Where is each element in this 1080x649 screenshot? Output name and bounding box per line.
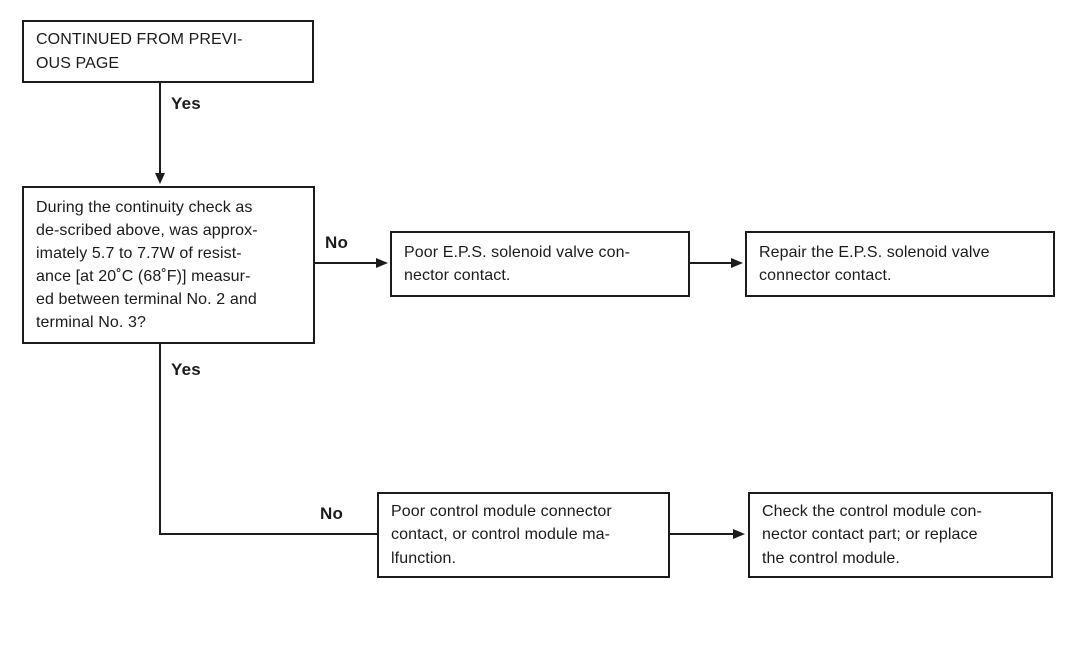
node-continuity-question: During the continuity check as de-scribe… <box>22 186 315 344</box>
connector-poor-to-check-module <box>670 533 734 535</box>
connector-to-poor-module <box>159 533 379 535</box>
branch-label-no-1: No <box>325 233 349 252</box>
connector-continued-to-question <box>159 83 161 175</box>
node-repair-solenoid-contact: Repair the E.P.S. solenoid valve connect… <box>745 231 1055 297</box>
connector-poor-to-repair-solenoid <box>690 262 732 264</box>
branch-label-yes-1: Yes <box>171 94 201 113</box>
node-check-module-text: Check the control module con- nector con… <box>762 503 982 567</box>
branch-label-yes-2: Yes <box>171 360 201 379</box>
node-poor-solenoid-contact: Poor E.P.S. solenoid valve con- nector c… <box>390 231 690 297</box>
node-poor-module-text: Poor control module connector contact, o… <box>391 503 612 567</box>
node-poor-solenoid-text: Poor E.P.S. solenoid valve con- nector c… <box>404 243 631 284</box>
node-continued-text: CONTINUED FROM PREVI- OUS PAGE <box>36 31 243 72</box>
node-continued-from-previous-page: CONTINUED FROM PREVI- OUS PAGE <box>22 20 314 83</box>
arrowhead-right-icon <box>731 258 743 268</box>
arrowhead-right-icon <box>376 258 388 268</box>
node-poor-module-contact: Poor control module connector contact, o… <box>377 492 670 578</box>
branch-label-no-2: No <box>320 504 344 523</box>
connector-question-down <box>159 344 161 535</box>
node-check-module: Check the control module con- nector con… <box>748 492 1053 578</box>
connector-question-to-poor-solenoid <box>315 262 377 264</box>
node-repair-solenoid-text: Repair the E.P.S. solenoid valve connect… <box>759 243 990 284</box>
arrowhead-down-icon <box>155 173 165 184</box>
node-question-text: During the continuity check as de-scribe… <box>36 198 258 332</box>
arrowhead-right-icon <box>733 529 745 539</box>
